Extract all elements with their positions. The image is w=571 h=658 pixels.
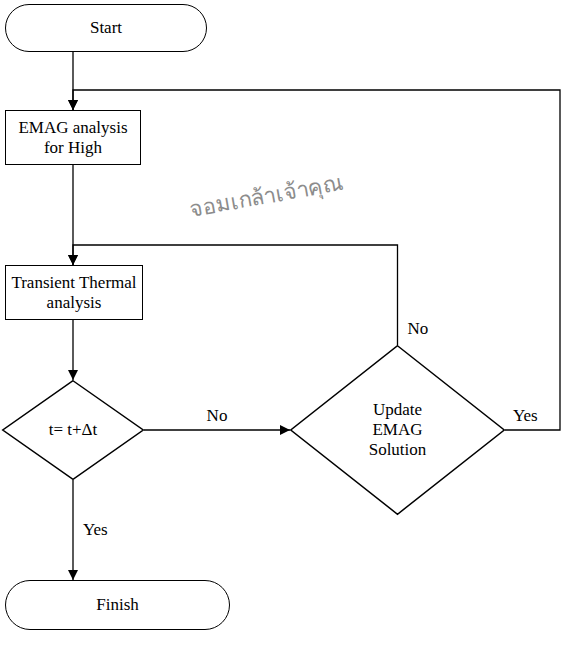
decision-diamond: Update EMAG Solution [290, 345, 505, 515]
node-text: Transient Thermal analysis [11, 273, 137, 313]
process-box: EMAG analysis for High [5, 110, 141, 165]
edge-label: No [406, 319, 431, 339]
flow-arrow [72, 480, 73, 580]
node-text: t= t+Δt [49, 420, 98, 440]
terminal-finish: Finish [5, 580, 230, 630]
flow-arrow [144, 429, 290, 430]
node-text: Finish [96, 595, 139, 615]
edge-label: No [205, 406, 230, 426]
node-text: Update EMAG Solution [358, 400, 438, 460]
node-text: EMAG analysis for High [11, 118, 135, 158]
flow-arrow [73, 90, 560, 430]
edge-label: Yes [511, 406, 540, 426]
edge-label: Yes [81, 520, 110, 540]
flow-arrow [72, 320, 73, 380]
process-box: Transient Thermal analysis [5, 265, 143, 320]
terminal-start: Start [5, 4, 207, 52]
node-text: Start [90, 18, 122, 38]
decision-diamond: t= t+Δt [2, 380, 144, 480]
diamond-shape [291, 346, 505, 515]
watermark: จอมเกล้าเจ้าคุณ [187, 165, 346, 226]
diamond-shape [3, 381, 144, 480]
